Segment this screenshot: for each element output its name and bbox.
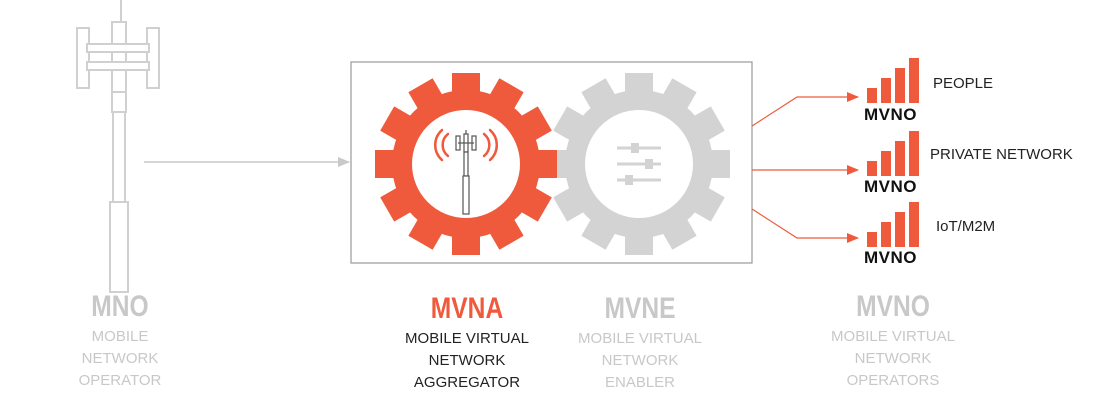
signal-bars-icon bbox=[867, 131, 919, 176]
mvna-line-1: MOBILE VIRTUAL bbox=[405, 330, 529, 347]
mvne-line-2: NETWORK bbox=[601, 352, 679, 369]
signal-bars-icon bbox=[867, 202, 919, 247]
mvno-badge: MVNO bbox=[864, 248, 917, 267]
arrow-people bbox=[751, 92, 859, 127]
mvno-title: MVNO bbox=[856, 290, 930, 323]
output-label-private: PRIVATE NETWORK bbox=[930, 146, 1073, 163]
sliders-icon bbox=[617, 143, 661, 185]
mvna-title: MVNA bbox=[430, 292, 504, 325]
cell-tower-icon bbox=[76, 0, 160, 293]
mvno-badge: MVNO bbox=[864, 177, 917, 196]
mvno-caption: MVNO MOBILE VIRTUAL NETWORK OPERATORS bbox=[813, 290, 973, 392]
mvno-line-1: MOBILE VIRTUAL bbox=[831, 328, 955, 345]
mvna-mvne-box bbox=[350, 61, 753, 264]
mvno-line-3: OPERATORS bbox=[846, 372, 940, 389]
output-label-people: PEOPLE bbox=[933, 75, 994, 92]
mvne-line-1: MOBILE VIRTUAL bbox=[578, 330, 702, 347]
signal-bars-icon bbox=[867, 58, 919, 103]
mvna-gear-icon bbox=[375, 73, 557, 255]
mno-line-3: OPERATOR bbox=[78, 372, 162, 389]
mvne-gear-icon bbox=[548, 73, 730, 255]
mvne-title: MVNE bbox=[604, 292, 676, 325]
cell-tower-icon bbox=[455, 130, 477, 215]
mvno-badge: MVNO bbox=[864, 105, 917, 124]
mvna-line-3: AGGREGATOR bbox=[413, 374, 521, 391]
mno-caption: MNO MOBILE NETWORK OPERATOR bbox=[50, 290, 190, 392]
mno-line-2: NETWORK bbox=[81, 350, 159, 367]
mno-title: MNO bbox=[91, 290, 149, 323]
mno-line-1: MOBILE bbox=[91, 328, 149, 345]
mvna-caption: MVNA MOBILE VIRTUAL NETWORK AGGREGATOR bbox=[387, 292, 547, 394]
mvne-caption: MVNE MOBILE VIRTUAL NETWORK ENABLER bbox=[560, 292, 720, 394]
mvne-line-3: ENABLER bbox=[604, 374, 676, 391]
arrow-iot bbox=[751, 208, 859, 243]
mvna-line-2: NETWORK bbox=[428, 352, 506, 369]
output-label-iot: IoT/M2M bbox=[936, 218, 996, 235]
mvno-line-2: NETWORK bbox=[854, 350, 932, 367]
